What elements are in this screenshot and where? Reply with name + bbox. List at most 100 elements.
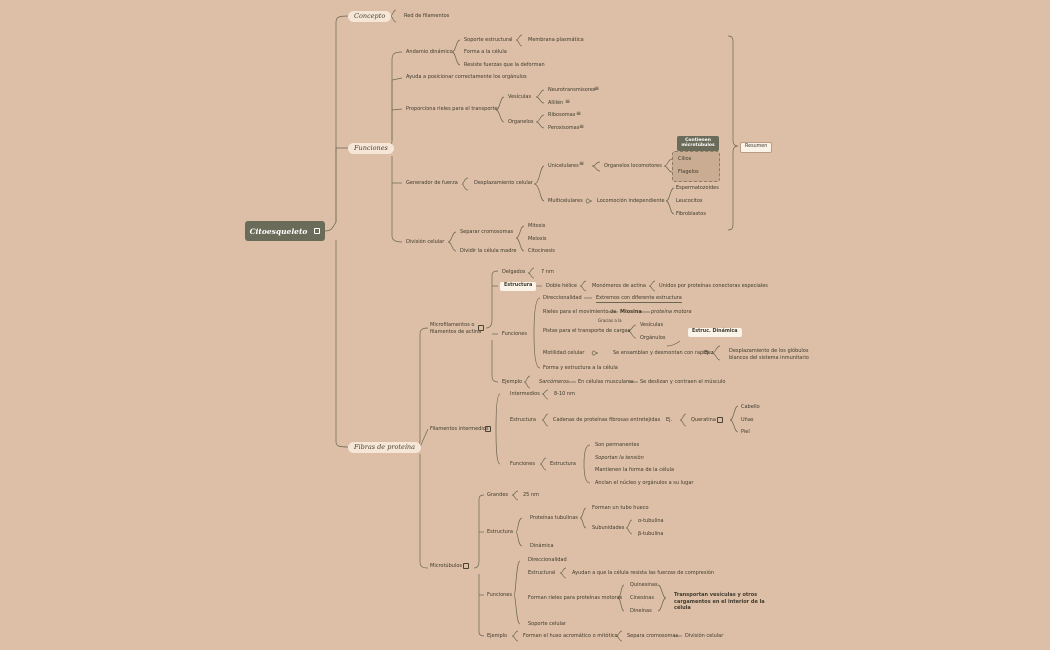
node-ribosomas[interactable]: Ribosomas (548, 112, 576, 118)
node-ensamblan[interactable]: Se ensamblan y desmontan con rapidez (613, 350, 714, 356)
external-link-icon[interactable] (478, 325, 484, 331)
node-quinesinas[interactable]: Quinesinas (630, 582, 658, 588)
node-multicelulares[interactable]: Multicelulares (548, 198, 583, 204)
node-intermedios[interactable]: Intermedios (510, 391, 540, 397)
node-mitosis[interactable]: Mitosis (528, 223, 546, 229)
node-anclan[interactable]: Anclan el núcleo y orgánulos a su lugar (595, 480, 694, 486)
external-link-icon[interactable] (717, 417, 723, 423)
node-micro-organelos[interactable]: Orgánulos (640, 335, 666, 341)
node-micro-vesiculas[interactable]: Vesículas (640, 322, 664, 328)
node-microtubulos[interactable]: Microtúbulos (430, 563, 462, 569)
external-link-icon[interactable] (485, 426, 491, 432)
node-pistas[interactable]: Pistas para el transporte de cargas (543, 328, 631, 334)
node-tub-funciones[interactable]: Funciones (487, 592, 512, 598)
root-node[interactable]: Citoesqueleto (245, 221, 325, 241)
node-tubulinas[interactable]: Proteínas tubulinas (530, 515, 578, 521)
node-dividir[interactable]: Dividir la célula madre (460, 248, 517, 254)
node-division[interactable]: División celular (406, 239, 445, 245)
node-celulas-musc[interactable]: En células musculares (578, 379, 634, 385)
node-8-10nm[interactable]: 8-10 nm (554, 391, 575, 397)
topic-fibras[interactable]: Fibras de proteína (348, 442, 421, 453)
node-meiosis[interactable]: Meiosis (528, 236, 547, 242)
node-forma-estructura[interactable]: Forma y estructura a la célula (543, 365, 618, 371)
node-peroxisomas[interactable]: Peroxisomas (548, 125, 580, 131)
node-resiste[interactable]: Resiste fuerzas que la deforman (464, 62, 545, 68)
node-sarcomeros[interactable]: Sarcómeros (539, 379, 569, 385)
node-microfilamentos[interactable]: Microfilamentos o filamentos de actina (430, 322, 482, 335)
node-unicelulares[interactable]: Unicelulares (548, 163, 579, 169)
node-desplazamiento-globulos[interactable]: Desplazamiento de los glóbulos blancos d… (729, 348, 809, 361)
node-permanentes[interactable]: Son permanentes (595, 442, 640, 448)
node-cadenas[interactable]: Cadenas de proteínas fibrosas entretejid… (553, 417, 661, 423)
node-tub-rieles[interactable]: Forman rieles para proteínas motoras (528, 595, 623, 601)
callout-estruc-dinamica[interactable]: Estruc. Dinámica (688, 328, 742, 337)
node-estructural[interactable]: Estructural (528, 570, 556, 576)
topic-funciones[interactable]: Funciones (348, 143, 394, 154)
node-cinesinas[interactable]: Cinesinas (630, 595, 654, 601)
callout-contienen[interactable]: Contienen microtúbulos (677, 136, 719, 151)
node-fuerza[interactable]: Generador de fuerza (406, 180, 458, 186)
node-rieles-mov[interactable]: Rieles para el movimiento de (543, 309, 617, 315)
node-posicionar[interactable]: Ayuda a posicionar correctamente los org… (406, 74, 527, 80)
node-filamentos-intermedios[interactable]: Filamentos intermedios (430, 426, 489, 432)
node-division-celular[interactable]: División celular (685, 633, 724, 639)
node-organelos[interactable]: Organelos (508, 119, 534, 125)
node-rieles[interactable]: Proporciona rieles para el transporte (406, 106, 498, 112)
node-mantienen[interactable]: Mantienen la forma de la célula (595, 467, 675, 473)
node-inter-func-estructura[interactable]: Estructura (550, 461, 576, 467)
node-25nm[interactable]: 25 nm (523, 492, 539, 498)
node-tub-ejemplo[interactable]: Ejemplo (487, 633, 508, 639)
node-allilen[interactable]: Allilén (548, 100, 564, 106)
node-delgados[interactable]: Delgados (502, 269, 526, 275)
node-unidos[interactable]: Unidos por proteínas conectoras especial… (659, 283, 768, 289)
node-estructura[interactable]: Estructura (500, 282, 537, 291)
node-grandes[interactable]: Grandes (487, 492, 509, 498)
node-proteina-motora[interactable]: proteína motora (651, 309, 692, 315)
node-forma[interactable]: Forma a la célula (464, 49, 507, 55)
node-soporte-celular[interactable]: Soporte celular (528, 621, 567, 627)
node-queratina[interactable]: Queratina (691, 417, 716, 423)
node-dineinas[interactable]: Dineínas (630, 608, 652, 614)
node-desplazamiento[interactable]: Desplazamiento celular (474, 180, 533, 186)
node-inter-funciones[interactable]: Funciones (510, 461, 535, 467)
node-membrana[interactable]: Membrana plasmática (528, 37, 584, 43)
node-espermatozoides[interactable]: Espermatozoides (676, 185, 719, 191)
node-extremos[interactable]: Extremos con diferente estructura (596, 295, 682, 303)
summary-resumen[interactable]: Resumen (740, 142, 773, 153)
node-dinamica[interactable]: Dinámica (530, 543, 554, 549)
node-tub-estructura[interactable]: Estructura (487, 529, 513, 535)
node-tubo[interactable]: Forman un tubo hueco (592, 505, 649, 511)
node-beta[interactable]: β-tubulina (638, 531, 664, 537)
external-link-icon[interactable] (463, 563, 469, 569)
node-doble[interactable]: Doble hélice (546, 283, 577, 289)
node-miosina[interactable]: Miosina (620, 309, 642, 315)
node-deslizan[interactable]: Se deslizan y contraen el músculo (640, 379, 726, 385)
node-direccionalidad[interactable]: Direccionalidad (543, 295, 582, 301)
node-huso[interactable]: Forman el huso acromático o mitótico (523, 633, 618, 639)
node-micro-ejemplo[interactable]: Ejemplo (502, 379, 523, 385)
node-leucocitos[interactable]: Leucocitos (676, 198, 703, 204)
node-organelos-loc[interactable]: Organelos locomotores (604, 163, 662, 169)
topic-concepto[interactable]: Concepto (348, 11, 392, 22)
node-ayudan[interactable]: Ayudan a que la célula resista las fuerz… (572, 570, 715, 576)
node-alfa[interactable]: α-tubulina (638, 518, 664, 524)
node-subunidades[interactable]: Subunidades (592, 525, 625, 531)
external-link-icon[interactable] (314, 228, 321, 234)
node-neurotransmisores[interactable]: Neurotransmisores (548, 87, 596, 93)
node-inter-estructura[interactable]: Estructura (510, 417, 536, 423)
node-flagelos[interactable]: Flagelos (678, 169, 699, 175)
node-soporte[interactable]: Soporte estructural (464, 37, 513, 43)
node-cabello[interactable]: Cabello (741, 404, 760, 410)
node-7nm[interactable]: 7 nm (541, 269, 554, 275)
node-tub-direccionalidad[interactable]: Direccionalidad (528, 557, 567, 563)
node-micro-funciones[interactable]: Funciones (502, 331, 527, 337)
node-piel[interactable]: Piel (741, 429, 750, 435)
node-cilios[interactable]: Cilios (678, 156, 692, 162)
node-tension[interactable]: Soportan la tensión (595, 455, 644, 461)
node-fibroblastos[interactable]: Fibroblastos (676, 211, 706, 217)
node-unas[interactable]: Uñas (741, 417, 754, 423)
node-motilidad[interactable]: Motilidad celular (543, 350, 585, 356)
node-separa-cromosomas[interactable]: Separa cromosomas (627, 633, 679, 639)
node-transportan[interactable]: Transportan vesículas y otros cargamento… (674, 592, 765, 611)
node-locomocion[interactable]: Locomoción independiente (597, 198, 665, 204)
